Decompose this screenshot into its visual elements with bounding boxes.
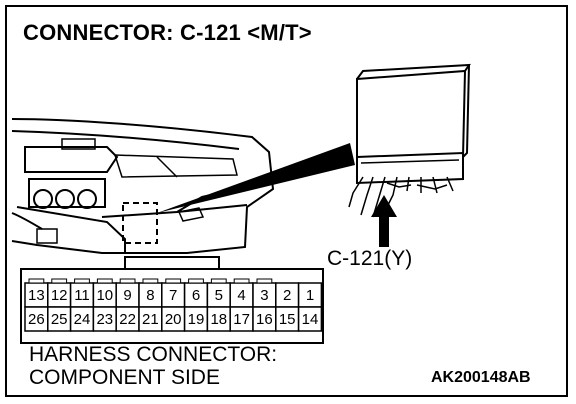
pin-bottom-number: 21 (142, 311, 159, 328)
pin-bottom-number: 24 (74, 311, 91, 328)
pin-top-number: 8 (146, 287, 154, 304)
pin-bottom-number: 22 (119, 311, 136, 328)
pin-notch (233, 278, 250, 284)
pin-notch (74, 278, 90, 284)
harness-caption-line1: HARNESS CONNECTOR: (29, 343, 278, 366)
pin-top-number: 11 (74, 287, 90, 304)
pin-top-number: 2 (283, 287, 291, 304)
component-drawing (348, 63, 471, 218)
reference-code: AK200148AB (431, 369, 531, 386)
pointer-wedge (157, 143, 355, 213)
diagram-title: CONNECTOR: C-121 <M/T> (23, 20, 312, 45)
pin-notch (256, 278, 273, 284)
pin-bottom-number: 19 (188, 311, 205, 328)
diagram-frame: CONNECTOR: C-121 <M/T> (5, 5, 568, 397)
pin-bottom-number: 20 (165, 311, 182, 328)
harness-caption-line2: COMPONENT SIDE (29, 366, 220, 389)
pin-top-number: 6 (192, 287, 200, 304)
pin-top-number: 4 (237, 287, 245, 304)
pin-notch (51, 278, 68, 284)
pin-top-number: 10 (96, 287, 113, 304)
pin-bottom-number: 16 (256, 311, 273, 328)
connector-location-box (122, 202, 158, 244)
connector-id-label: C-121(Y) (327, 247, 413, 270)
pin-bottom-number: 15 (279, 311, 296, 328)
pin-notch (28, 278, 45, 284)
pin-notch (210, 278, 227, 284)
pin-top-number: 3 (260, 287, 268, 304)
pin-notch (96, 278, 113, 284)
pin-notch (119, 278, 136, 284)
up-arrow (371, 195, 397, 247)
pin-top-number: 7 (169, 287, 177, 304)
pin-top-number: 13 (28, 287, 45, 304)
pin-bottom-number: 18 (210, 311, 227, 328)
pin-notch (142, 278, 159, 284)
pin-bottom-cell (297, 306, 323, 332)
pin-bottom-number: 25 (51, 311, 68, 328)
pin-top-number: 9 (123, 287, 131, 304)
pin-top-number: 1 (306, 287, 314, 304)
pin-top-number: 5 (215, 287, 223, 304)
pin-bottom-number: 17 (233, 311, 250, 328)
pin-bottom-number: 23 (96, 311, 113, 328)
pin-bottom-number: 14 (302, 311, 319, 328)
pin-notch (165, 278, 182, 284)
pin-top-number: 12 (51, 287, 68, 304)
pin-bottom-number: 26 (28, 311, 45, 328)
pin-notch (188, 278, 204, 284)
